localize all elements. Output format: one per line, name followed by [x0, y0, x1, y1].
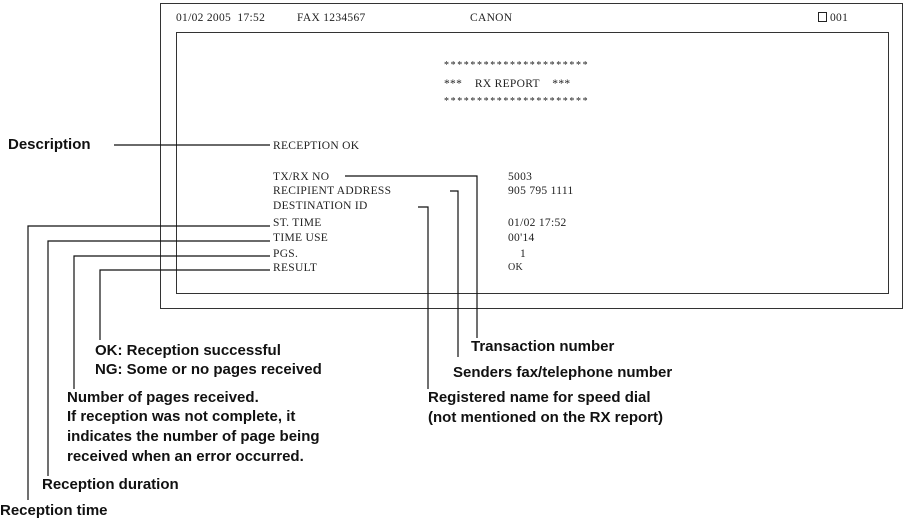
- field-value-recipient-address: 905 795 1111: [508, 185, 574, 197]
- stars-bottom: **********************: [444, 96, 590, 107]
- leader-sender: [450, 190, 459, 357]
- callout-sender: Senders fax/telephone number: [453, 364, 673, 381]
- header-fax: FAX 1234567: [297, 12, 366, 24]
- field-label-time-use: TIME USE: [273, 232, 329, 244]
- fax-page-icon: [818, 12, 827, 22]
- field-value-time-use: 00'14: [508, 232, 535, 244]
- callout-result-ok: OK: Reception successful: [95, 342, 281, 359]
- field-value-result: OK: [508, 262, 524, 273]
- report-inner-frame: [176, 32, 889, 294]
- callout-result-ng: NG: Some or no pages received: [95, 361, 322, 378]
- callout-registered-1: Registered name for speed dial: [428, 389, 651, 406]
- report-outer-frame: [160, 3, 903, 309]
- field-label-destination-id: DESTINATION ID: [273, 200, 368, 212]
- callout-registered-2: (not mentioned on the RX report): [428, 409, 663, 426]
- callout-description: Description: [8, 136, 91, 153]
- field-label-recipient-address: RECIPIENT ADDRESS: [273, 185, 392, 197]
- field-value-st-time: 01/02 17:52: [508, 217, 567, 229]
- callout-pages-2: If reception was not complete, it: [67, 408, 296, 425]
- leader-duration: [47, 240, 270, 476]
- field-label-result: RESULT: [273, 262, 318, 274]
- header-datetime: 01/02 2005 17:52: [176, 12, 266, 24]
- callout-transaction: Transaction number: [471, 338, 615, 355]
- leader-result: [99, 269, 270, 340]
- field-label-txrx-no: TX/RX NO: [273, 171, 330, 183]
- reception-status: RECEPTION OK: [273, 140, 360, 152]
- field-value-txrx-no: 5003: [508, 171, 533, 183]
- leader-reception-time: [27, 225, 270, 500]
- header-page-number: 001: [830, 12, 849, 24]
- leader-registered: [418, 206, 429, 389]
- report-title: *** RX REPORT ***: [444, 78, 571, 90]
- callout-duration: Reception duration: [42, 476, 179, 493]
- callout-pages-3: indicates the number of page being: [67, 428, 320, 445]
- stars-top: **********************: [444, 60, 590, 71]
- header-page: 001: [818, 12, 848, 24]
- callout-pages-4: received when an error occurred.: [67, 448, 304, 465]
- header-company: CANON: [470, 12, 513, 24]
- leader-pages: [73, 255, 270, 389]
- callout-reception-time: Reception time: [0, 502, 108, 519]
- leader-transaction: [345, 175, 478, 338]
- field-label-pgs: PGS.: [273, 248, 299, 260]
- field-label-st-time: ST. TIME: [273, 217, 322, 229]
- field-value-pgs: 1: [520, 248, 527, 260]
- callout-pages-1: Number of pages received.: [67, 389, 259, 406]
